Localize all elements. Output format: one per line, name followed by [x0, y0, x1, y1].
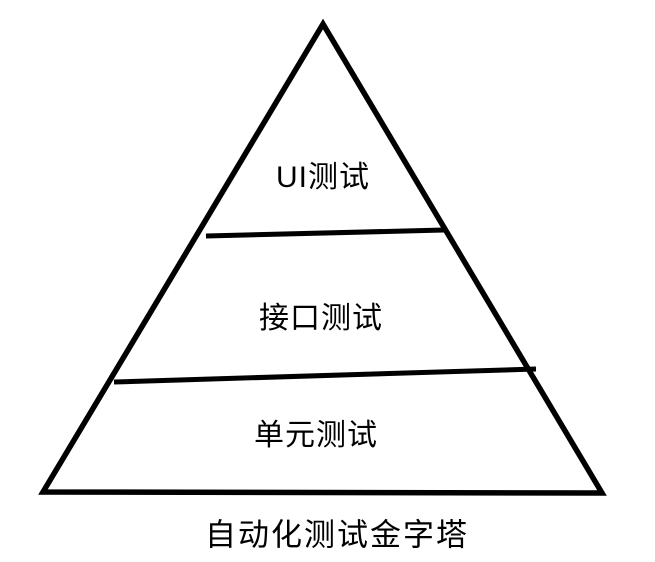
level-divider-bottom: [113, 366, 537, 385]
diagram-caption: 自动化测试金字塔: [205, 517, 469, 553]
level-divider-top: [205, 227, 445, 239]
pyramid-level-label-api-testing: 接口测试: [259, 302, 383, 335]
pyramid-outline: [38, 18, 607, 496]
pyramid-level-label-unit-testing: 单元测试: [254, 419, 378, 452]
pyramid-level-label-ui-testing: UI测试: [276, 161, 370, 194]
